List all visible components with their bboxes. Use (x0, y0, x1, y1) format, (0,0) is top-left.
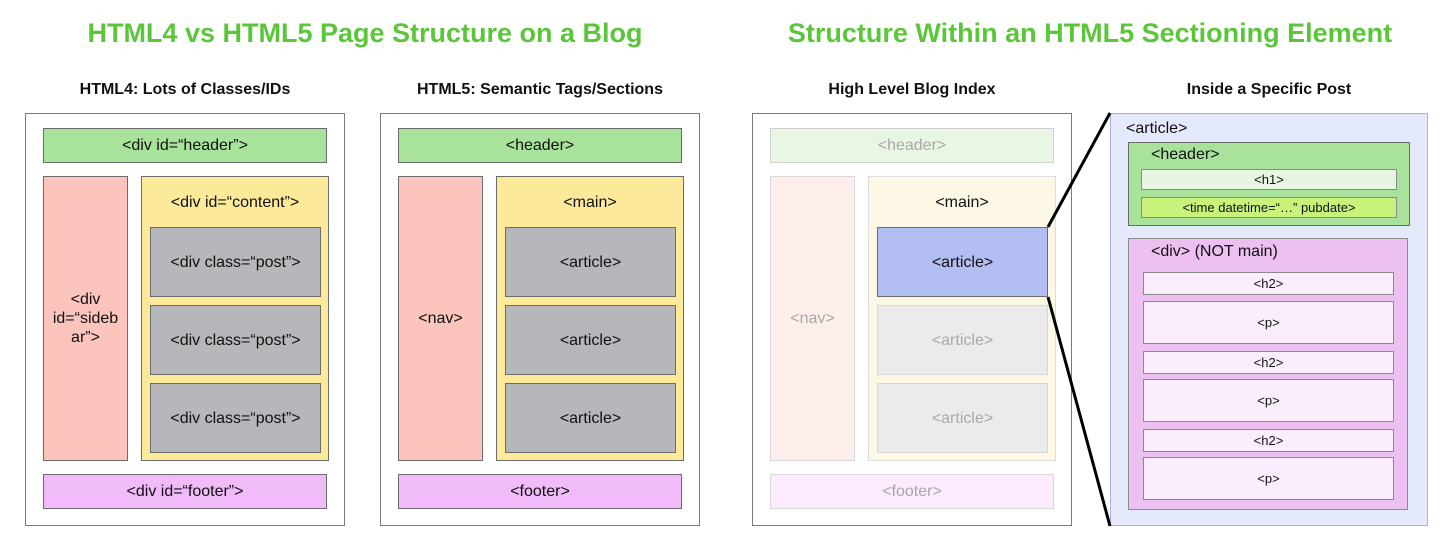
html5-article-tag-1: <article> (505, 227, 676, 297)
html5-panel-title: HTML5: Semantic Tags/Sections (417, 81, 663, 98)
post-h2-box-2: <h2> (1143, 351, 1394, 374)
html5-footer-tag: <footer> (398, 474, 682, 509)
post-h1-box: <h1> (1141, 169, 1397, 190)
left-main-title: HTML4 vs HTML5 Page Structure on a Blog (87, 18, 643, 48)
index-panel-title: High Level Blog Index (828, 81, 996, 98)
html5-article-tag-2: <article> (505, 305, 676, 375)
post-p-box-2: <p> (1143, 379, 1394, 422)
html5-article-tag-3: <article> (505, 383, 676, 453)
right-main-title: Structure Within an HTML5 Sectioning Ele… (787, 18, 1393, 48)
html4-post-div-2: <div class=“post”> (150, 305, 321, 375)
post-article-label: <article> (1126, 120, 1188, 137)
html4-post-div-1: <div class=“post”> (150, 227, 321, 297)
index-article-tag-2: <article> (877, 305, 1048, 375)
post-p-box-1: <p> (1143, 301, 1394, 344)
html4-header-div: <div id=“header”> (43, 128, 327, 163)
post-h2-box-3: <h2> (1143, 429, 1394, 452)
html4-footer-div: <div id=“footer”> (43, 474, 327, 509)
html4-sidebar-line-3: ar”> (71, 329, 100, 346)
index-footer-tag: <footer> (770, 474, 1054, 509)
html4-sidebar-line-1: <div (70, 291, 101, 308)
html4-post-div-3: <div class=“post”> (150, 383, 321, 453)
index-article-tag-3: <article> (877, 383, 1048, 453)
index-nav-tag: <nav> (770, 176, 855, 461)
zoom-line-bottom (1046, 296, 1112, 527)
zoom-line-top (1046, 112, 1112, 228)
post-header-label: <header> (1151, 146, 1220, 163)
html5-nav-tag: <nav> (398, 176, 483, 461)
index-article-tag-highlighted: <article> (877, 227, 1048, 297)
post-time-box: <time datetime=“…” pubdate> (1141, 197, 1397, 218)
html5-header-tag: <header> (398, 128, 682, 163)
post-p-box-3: <p> (1143, 457, 1394, 500)
index-header-tag: <header> (770, 128, 1054, 163)
post-panel-title: Inside a Specific Post (1186, 81, 1352, 98)
post-div-label: <div> (NOT main) (1151, 243, 1278, 260)
html4-sidebar-line-2: id=“sideb (52, 310, 119, 327)
post-h2-box-1: <h2> (1143, 272, 1394, 295)
html4-sidebar-div: <div id=“sideb ar”> (43, 176, 128, 461)
html4-panel-title: HTML4: Lots of Classes/IDs (79, 81, 291, 98)
